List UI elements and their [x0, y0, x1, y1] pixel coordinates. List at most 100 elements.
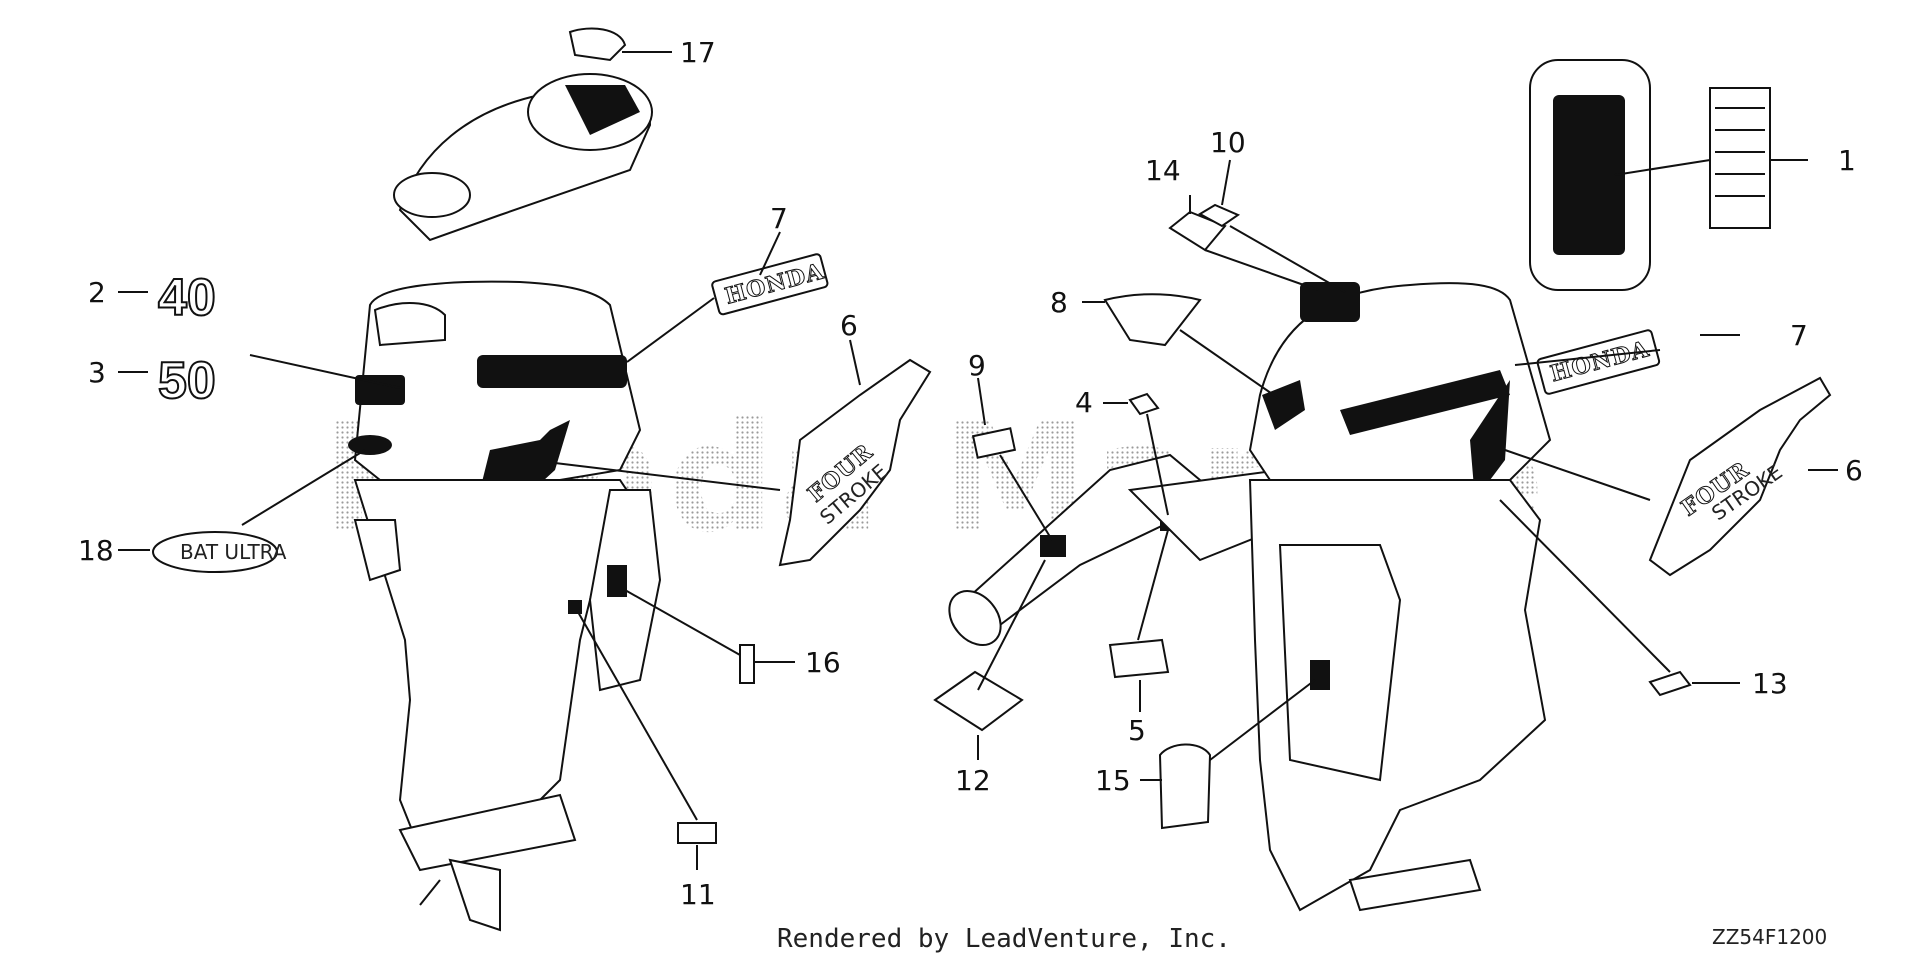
decal-16	[739, 644, 755, 684]
decal-14	[1168, 210, 1227, 252]
leader-7-left-target	[626, 297, 715, 363]
right-decal-honda	[1340, 370, 1510, 435]
right-cavitation-plate	[1348, 858, 1482, 912]
left-prop-shaft	[419, 879, 441, 906]
leader-16-target	[624, 589, 741, 656]
leader-4-target	[1146, 413, 1169, 516]
left-cowl-vent	[373, 302, 446, 347]
emblem-honda-left: HONDA	[711, 253, 829, 316]
emblem-honda-right-shape	[1536, 329, 1661, 395]
decal-12-shape	[933, 670, 1024, 732]
callout-2: 2	[88, 276, 106, 309]
left-outboard-motor	[348, 280, 662, 932]
callout-17: 17	[680, 36, 716, 69]
decal-14-shape	[1168, 210, 1227, 252]
decal-1-label	[1709, 87, 1771, 229]
left-hinge	[353, 519, 402, 582]
callout-18: 18	[78, 534, 114, 567]
left-decal-honda	[477, 355, 627, 388]
callout-6-left: 6	[840, 309, 858, 342]
right-bracket	[1278, 544, 1402, 782]
decal-17	[568, 27, 627, 62]
diagram-code: ZZ54F1200	[1712, 925, 1827, 949]
callout-7-right: 7	[1790, 319, 1808, 352]
decal-8	[1103, 293, 1202, 347]
decal-13-shape	[1648, 670, 1692, 697]
callout-11: 11	[680, 878, 716, 911]
decal-10	[1197, 203, 1241, 228]
leader-9	[977, 377, 986, 426]
left-cavitation-plate	[398, 793, 577, 872]
leader-12-target	[977, 559, 1046, 691]
leader-13-target	[1499, 499, 1671, 673]
callout-10: 10	[1210, 126, 1246, 159]
callout-1: 1	[1838, 144, 1856, 177]
right-decal-four-stroke	[1470, 380, 1510, 500]
left-skeg	[448, 858, 501, 932]
right-outboard-motor	[1248, 282, 1552, 912]
right-cowl	[1248, 282, 1552, 481]
leader-8-target	[1179, 329, 1279, 399]
callout-4: 4	[1075, 386, 1093, 419]
emblem-18-oval: BAT ULTRA	[152, 531, 287, 573]
emblem-four-stroke-right: FOUR STROKE	[1648, 376, 1832, 577]
emblem-18-text: BAT ULTRA	[180, 540, 287, 564]
emblem-four-stroke-left-shape	[778, 358, 932, 567]
decal-15-shape	[1158, 743, 1212, 830]
decal-9	[971, 427, 1017, 459]
callout-labels: 17 2 3 18 7 6 16 11 9 12 4 5 8 14 10 15 …	[78, 36, 1863, 911]
callout-12: 12	[955, 764, 991, 797]
leader-1-target	[1614, 159, 1711, 176]
decal-1-window	[1553, 95, 1625, 255]
right-decal-15-target	[1310, 660, 1330, 690]
leader-9-target	[999, 454, 1053, 541]
flywheel-cover-cap	[393, 172, 471, 218]
decal-15	[1158, 743, 1212, 830]
decal-5	[1108, 638, 1170, 679]
left-decal-oval	[348, 435, 392, 455]
decal-11	[677, 822, 717, 844]
emblem-40-text: 40	[158, 269, 216, 327]
decal-9-shape	[971, 427, 1017, 459]
leader-6-left-target	[554, 462, 781, 491]
tiller-grip	[948, 590, 1002, 646]
emblem-50-text: 50	[158, 352, 216, 410]
left-decal-11-target	[568, 600, 582, 614]
leader-7-left	[759, 231, 781, 276]
leader-7-right-target	[1514, 349, 1661, 366]
callout-5: 5	[1128, 714, 1146, 747]
leader-5-target	[1137, 529, 1169, 641]
left-decal-16-target	[607, 565, 627, 597]
flywheel-cover	[393, 27, 653, 242]
callout-3: 3	[88, 356, 106, 389]
callout-8: 8	[1050, 286, 1068, 319]
decal-4	[1128, 392, 1160, 416]
emblem-honda-left-shape	[711, 253, 829, 316]
decal-8-shape	[1103, 293, 1202, 347]
right-decal-8-target	[1262, 380, 1305, 430]
leader-6-left	[849, 339, 861, 386]
decal-13	[1648, 670, 1692, 697]
callout-13: 13	[1752, 667, 1788, 700]
leader-10-target	[1229, 225, 1346, 293]
callout-7-left: 7	[770, 202, 788, 235]
emblem-50: 50	[157, 351, 217, 411]
emblem-honda-right: HONDA	[1536, 329, 1661, 395]
leader-11-target	[577, 611, 698, 821]
leader-15-target	[1209, 679, 1316, 761]
left-decal-model	[355, 375, 405, 405]
leader-2-3-target	[249, 354, 401, 389]
decal-4-shape	[1128, 392, 1160, 416]
decal-12-target	[1040, 535, 1066, 557]
emblem-four-stroke-right-shape	[1648, 376, 1832, 577]
callout-6-right: 6	[1845, 454, 1863, 487]
leader-lines	[118, 51, 1838, 870]
decal-10-shape	[1197, 203, 1241, 228]
decal-12	[933, 670, 1024, 732]
decal-16-shape	[739, 644, 755, 684]
leader-18-target	[241, 449, 366, 526]
decal-1-spec-plate	[1529, 59, 1771, 291]
emblem-40: 40	[157, 268, 217, 328]
